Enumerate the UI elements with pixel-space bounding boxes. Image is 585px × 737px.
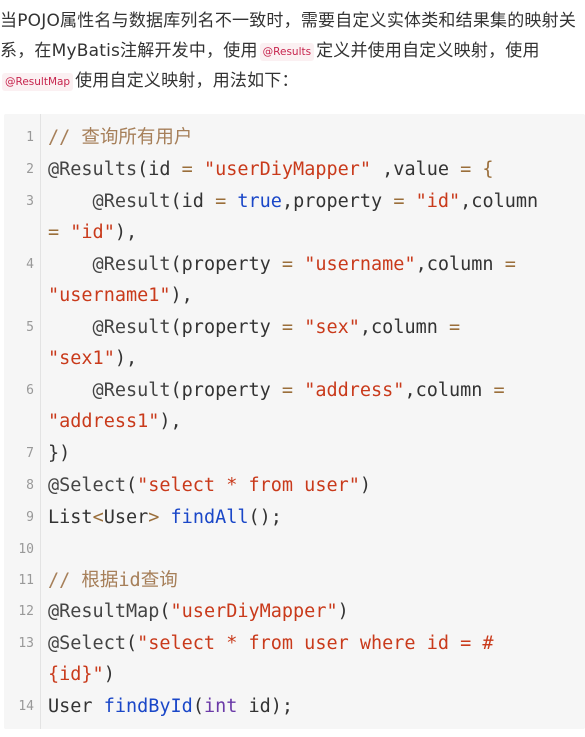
- code-annotation: @Result: [48, 317, 171, 338]
- code-token: ,column: [460, 191, 539, 212]
- line-number: 9: [26, 510, 34, 525]
- code-token: ,value: [371, 159, 449, 180]
- code-annotation: @Results: [48, 159, 138, 180]
- code-string: {id}": [48, 664, 104, 685]
- code-operator: =: [482, 380, 505, 401]
- intro-text-1: 当POJO属性名与数据库列名不一致时，需要自定义实体类和结果集的映射关系，在My…: [0, 11, 577, 61]
- code-token: ),: [170, 285, 193, 306]
- code-operator: >: [148, 507, 160, 528]
- code-block: 1 // 查询所有用户 2 @Results(id = "userDiyMapp…: [4, 114, 585, 729]
- code-operator: =: [493, 254, 516, 275]
- code-token: ): [103, 664, 115, 685]
- code-token: ),: [159, 411, 182, 432]
- code-string: "sex1": [48, 348, 115, 369]
- code-token: User: [103, 507, 149, 528]
- line-number: 6: [26, 383, 34, 398]
- code-token: (property: [170, 380, 271, 401]
- code-operator: =: [203, 191, 238, 212]
- line-number: 1: [26, 130, 34, 145]
- line-number: 14: [18, 699, 34, 714]
- code-operator: <: [92, 507, 104, 528]
- code-string: "sex": [304, 317, 360, 338]
- code-token: User: [48, 696, 93, 717]
- code-token: (: [192, 696, 204, 717]
- code-string: "id": [415, 191, 461, 212]
- code-annotation: @Select: [48, 633, 126, 654]
- code-operator: =: [270, 380, 305, 401]
- intro-text-2: 定义并使用自定义映射，使用: [316, 41, 540, 61]
- code-token: (: [159, 601, 171, 622]
- code-keyword: true: [237, 191, 282, 212]
- intro-paragraph: 当POJO属性名与数据库列名不一致时，需要自定义实体类和结果集的映射关系，在My…: [0, 6, 583, 96]
- code-token: (id: [137, 159, 171, 180]
- code-token: ): [359, 475, 372, 496]
- code-annotation: @Result: [48, 254, 171, 275]
- code-token: ,column: [404, 380, 483, 401]
- code-token: ,column: [359, 317, 438, 338]
- code-token: (id: [170, 191, 204, 212]
- code-string: "address1": [48, 411, 160, 432]
- code-token: ();: [248, 507, 282, 528]
- code-string: "select * from user where id = #: [137, 633, 494, 654]
- code-token: id);: [237, 696, 294, 717]
- code-function: findAll: [159, 507, 249, 528]
- code-token: (property: [170, 317, 271, 338]
- line-number: 10: [18, 542, 34, 557]
- code-operator: =: [48, 222, 71, 243]
- code-annotation: @Result: [48, 380, 171, 401]
- inline-code-results: @Results: [259, 43, 315, 61]
- code-operator: =: [437, 317, 461, 338]
- code-comment: // 查询所有用户: [48, 127, 193, 148]
- code-operator: =: [270, 317, 305, 338]
- code-token: ): [337, 601, 349, 622]
- code-function: findById: [92, 696, 193, 717]
- intro-text-3: 使用自定义映射，用法如下：: [75, 71, 299, 91]
- code-string: "select * from user": [137, 475, 360, 496]
- code-comment: // 根据id查询: [48, 570, 178, 591]
- code-token: ,column: [415, 254, 494, 275]
- code-annotation: @ResultMap: [48, 601, 160, 622]
- line-number: 4: [26, 257, 34, 272]
- code-annotation: @Result: [48, 191, 171, 212]
- code-string: "username": [304, 254, 416, 275]
- line-number: 8: [26, 478, 34, 493]
- line-number: 2: [26, 162, 34, 177]
- code-operator: = {: [449, 159, 494, 180]
- code-token: (property: [170, 254, 271, 275]
- code-token: (: [125, 475, 138, 496]
- line-number: 5: [26, 320, 34, 335]
- code-keyword: int: [203, 696, 238, 717]
- code-string: "userDiyMapper": [203, 159, 372, 180]
- line-number: 12: [18, 604, 34, 619]
- code-token: ),: [114, 348, 138, 369]
- code-token: }): [48, 443, 71, 464]
- code-operator: =: [270, 254, 305, 275]
- code-string: "username1": [48, 285, 171, 306]
- code-string: "userDiyMapper": [170, 601, 338, 622]
- code-token: ),: [114, 222, 138, 243]
- line-number: 11: [18, 573, 34, 588]
- code-token: ,property: [281, 191, 383, 212]
- code-string: "address": [304, 380, 405, 401]
- code-annotation: @Select: [48, 475, 126, 496]
- line-number: 7: [26, 446, 34, 461]
- line-number: 3: [26, 194, 34, 209]
- code-operator: =: [382, 191, 416, 212]
- code-token: List: [48, 507, 93, 528]
- code-token: (: [125, 633, 138, 654]
- inline-code-resultmap: @ResultMap: [2, 73, 74, 91]
- line-number-gutter: [4, 114, 41, 729]
- line-number: 13: [18, 636, 34, 651]
- code-string: "id": [70, 222, 115, 243]
- code-operator: =: [170, 159, 204, 180]
